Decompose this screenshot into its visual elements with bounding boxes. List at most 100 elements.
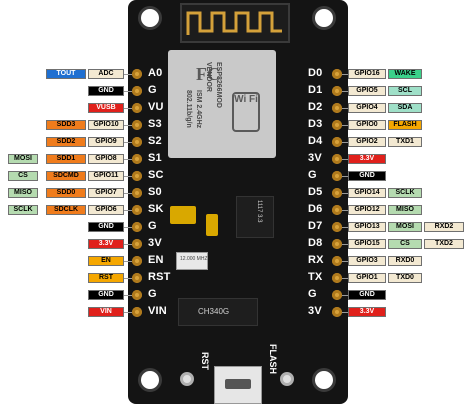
pin-function-label: GND [88, 86, 124, 96]
pin-pad-left [132, 307, 142, 317]
pin-lead-line [342, 295, 348, 296]
pin-function-label: TXD1 [388, 137, 422, 147]
pin-function-label: RXD2 [424, 222, 464, 232]
pin-label-right: D6 [308, 203, 323, 215]
pin-pad-left [132, 273, 142, 283]
pin-function-label: SDCLK [46, 205, 86, 215]
pin-lead-line [342, 244, 348, 245]
pin-function-label: GPIO5 [348, 86, 386, 96]
pin-lead-line [124, 227, 132, 228]
pin-function-label: GPIO7 [88, 188, 124, 198]
pin-label-left: VU [148, 101, 164, 113]
module-text-4: 802.11b/g/n [185, 90, 192, 128]
pin-label-right: 3V [308, 152, 322, 164]
antenna-trace-icon [186, 11, 282, 35]
pin-lead-line [342, 193, 348, 194]
pin-label-left: G [148, 220, 157, 232]
pin-function-label: TXD0 [388, 273, 422, 283]
pin-pad-right [332, 256, 342, 266]
pin-label-left: S2 [148, 135, 162, 147]
pin-label-left: SC [148, 169, 164, 181]
rst-button[interactable] [180, 372, 194, 386]
pin-label-left: S0 [148, 186, 162, 198]
pin-function-label: GPIO4 [348, 103, 386, 113]
pin-pad-right [332, 307, 342, 317]
pin-pad-right [332, 120, 342, 130]
pin-function-label: CS [8, 171, 38, 181]
pin-function-label: SCLK [388, 188, 422, 198]
pin-label-right: D0 [308, 67, 323, 79]
pin-function-label: MOSI [388, 222, 422, 232]
pin-pad-left [132, 137, 142, 147]
pin-function-label: ADC [88, 69, 124, 79]
pin-lead-line [342, 227, 348, 228]
pin-function-label: 3.3V [348, 154, 386, 164]
voltage-regulator [236, 196, 274, 238]
pin-label-left: G [148, 84, 157, 96]
usb-chip-label: CH340G [198, 307, 230, 316]
pin-label-right: 3V [308, 305, 322, 317]
pin-lead-line [342, 91, 348, 92]
pin-lead-line [342, 125, 348, 126]
pin-function-label: SCL [388, 86, 422, 96]
wifi-antenna [180, 3, 290, 43]
pin-function-label: FLASH [388, 120, 422, 130]
pin-label-left: S3 [148, 118, 162, 130]
pin-lead-line [124, 159, 132, 160]
pin-function-label: VIN [88, 307, 124, 317]
pin-pad-right [332, 188, 342, 198]
pin-pad-left [132, 290, 142, 300]
mounting-hole-top-right [312, 6, 336, 30]
pin-function-label: RXD0 [388, 256, 422, 266]
pin-pad-right [332, 69, 342, 79]
module-text-1: ESP8266MOD [215, 62, 222, 108]
flash-button[interactable] [280, 372, 294, 386]
pin-function-label: GPIO6 [88, 205, 124, 215]
pin-pad-right [332, 86, 342, 96]
pin-function-label: SDA [388, 103, 422, 113]
pin-label-left: RST [148, 271, 171, 283]
pin-pad-left [132, 154, 142, 164]
pin-lead-line [124, 193, 132, 194]
pin-pad-left [132, 222, 142, 232]
pin-label-right: D5 [308, 186, 323, 198]
pin-function-label: TOUT [46, 69, 86, 79]
pin-label-right: RX [308, 254, 324, 266]
pin-lead-line [124, 295, 132, 296]
pin-pad-left [132, 69, 142, 79]
module-text-3: ISM 2.4GHz [195, 90, 202, 129]
pin-function-label: GPIO2 [348, 137, 386, 147]
pin-label-left: SK [148, 203, 164, 215]
pin-pad-left [132, 120, 142, 130]
crystal-label: 12.000 MHZ [180, 256, 208, 262]
pin-label-left: VIN [148, 305, 167, 317]
pin-lead-line [124, 261, 132, 262]
pin-lead-line [124, 210, 132, 211]
pin-function-label: SDD2 [46, 137, 86, 147]
mounting-hole-top-left [138, 6, 162, 30]
regulator-label: 1117 3.3 [256, 200, 262, 223]
micro-usb-port[interactable] [214, 366, 262, 404]
pin-lead-line [342, 261, 348, 262]
pin-function-label: EN [88, 256, 124, 266]
pin-lead-line [342, 74, 348, 75]
pin-lead-line [342, 142, 348, 143]
module-text-2: VENDOR [205, 62, 212, 92]
pin-lead-line [124, 312, 132, 313]
capacitor-left [170, 206, 196, 224]
pin-function-label: 3.3V [88, 239, 124, 249]
pin-function-label: SCLK [8, 205, 38, 215]
pin-function-label: GND [88, 290, 124, 300]
pin-label-right: G [308, 288, 317, 300]
pin-pad-right [332, 239, 342, 249]
pin-lead-line [124, 176, 132, 177]
pin-lead-line [124, 244, 132, 245]
pin-pad-right [332, 171, 342, 181]
flash-button-label: FLASH [268, 344, 278, 374]
pin-function-label: GPIO16 [348, 69, 386, 79]
pin-label-right: D4 [308, 135, 323, 147]
capacitor-right [206, 214, 218, 236]
pin-function-label: GPIO9 [88, 137, 124, 147]
pin-pad-left [132, 86, 142, 96]
pin-function-label: SDD0 [46, 188, 86, 198]
